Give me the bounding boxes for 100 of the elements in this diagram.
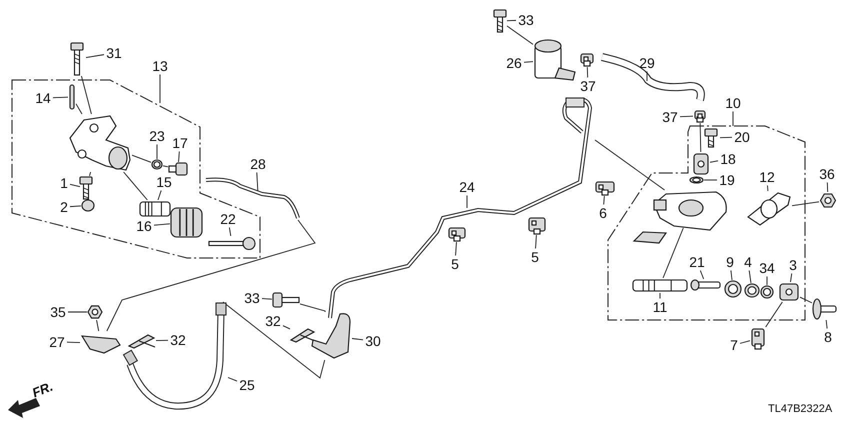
leader-line [603,196,605,205]
leader-line [282,325,290,330]
callout-number: 24 [457,178,477,196]
assembly-line [76,103,82,114]
leader-line [730,270,732,280]
leader-line [228,377,238,382]
assembly-line [765,302,783,328]
leader-line [535,234,537,249]
leader-line [766,276,768,286]
callout-number: 16 [134,218,154,234]
bolt-drawing [272,292,300,308]
callout-number: 36 [817,166,837,182]
callout-number: 3 [787,256,799,274]
leader-line [700,270,704,280]
callout-number: 29 [637,54,657,72]
callout-number: 2 [58,198,70,216]
clip-drawing [527,216,547,235]
leader-line [586,66,588,78]
bolt-drawing [80,176,92,200]
callout-number: 26 [504,54,524,72]
callout-number: 27 [47,334,67,350]
callout-number: 6 [597,204,609,222]
diagram-code: TL47B2322A [768,403,832,415]
reservoir-drawing [533,38,577,82]
assembly-line [594,140,666,190]
assembly-line [132,154,152,163]
pin-drawing [690,279,722,291]
callout-number: 13 [150,58,170,74]
boot-drawing [170,207,203,238]
callout-number: 37 [660,108,680,126]
piston-drawing [139,200,171,218]
assembly-line [222,302,326,379]
gasket-drawing [746,191,792,227]
callout-number: 20 [732,128,752,146]
clip-drawing [128,333,156,349]
callout-number: 11 [650,298,670,316]
leader-line [466,195,468,208]
callout-number: 33 [516,12,536,28]
cap-drawing [81,199,95,212]
leader-line [70,184,80,188]
clip-drawing [693,109,707,123]
callout-number: 15 [154,174,174,190]
washer-drawing [724,280,742,298]
leader-line [767,185,768,192]
leader-line [262,298,272,300]
callout-number: 32 [168,332,188,348]
callout-number: 25 [237,376,257,394]
assembly-line [506,26,534,45]
callout-number: 37 [578,78,598,94]
direction-label: FR. [30,378,55,400]
callout-number: 35 [48,304,68,320]
leader-line [70,206,82,208]
leader-line [158,190,162,200]
leader-line [52,96,68,98]
bracket-drawing [310,312,352,360]
callout-number: 23 [147,128,167,144]
clip-drawing [579,52,595,67]
leader-line [748,270,752,284]
callout-number: 5 [529,248,541,266]
assembly-line [162,165,168,168]
assembly-line [662,228,684,278]
clip-drawing [750,327,766,350]
callout-number: 4 [742,254,754,270]
leader-line [178,151,180,162]
leader-line [732,111,734,126]
callout-number: 33 [242,290,262,306]
leader-line [156,144,158,160]
leader-line [826,320,828,329]
callout-number: 18 [718,150,738,168]
assembly-line [106,220,316,332]
leader-line [455,242,457,256]
leader-line [790,273,792,282]
leader-line [826,182,828,192]
leader-line [740,340,750,344]
callout-number: 5 [449,256,461,272]
callout-number: 12 [757,168,777,186]
assembly-line [123,172,148,200]
assembly-line [96,320,100,332]
assembly-line [800,296,812,304]
washer-drawing [760,285,774,299]
callout-number: 32 [263,312,283,330]
leader-line [720,136,732,138]
callout-number: 8 [822,328,834,346]
leader-line [154,223,170,226]
callout-number: 19 [717,172,737,188]
bolt-drawing [68,42,86,76]
callout-number: 22 [218,210,238,228]
master-cylinder-drawing [652,190,730,228]
leader-line [506,20,516,22]
joint-drawing [692,152,710,176]
pin-drawing [812,298,838,320]
assembly-line [700,122,702,152]
callout-number: 14 [33,90,53,106]
leader-line [352,338,364,340]
leader-line [228,227,232,236]
assembly-line [300,304,326,312]
callout-number: 34 [757,260,777,276]
callout-number: 17 [170,134,190,152]
nut-drawing [87,304,103,320]
pin-drawing [68,84,76,110]
